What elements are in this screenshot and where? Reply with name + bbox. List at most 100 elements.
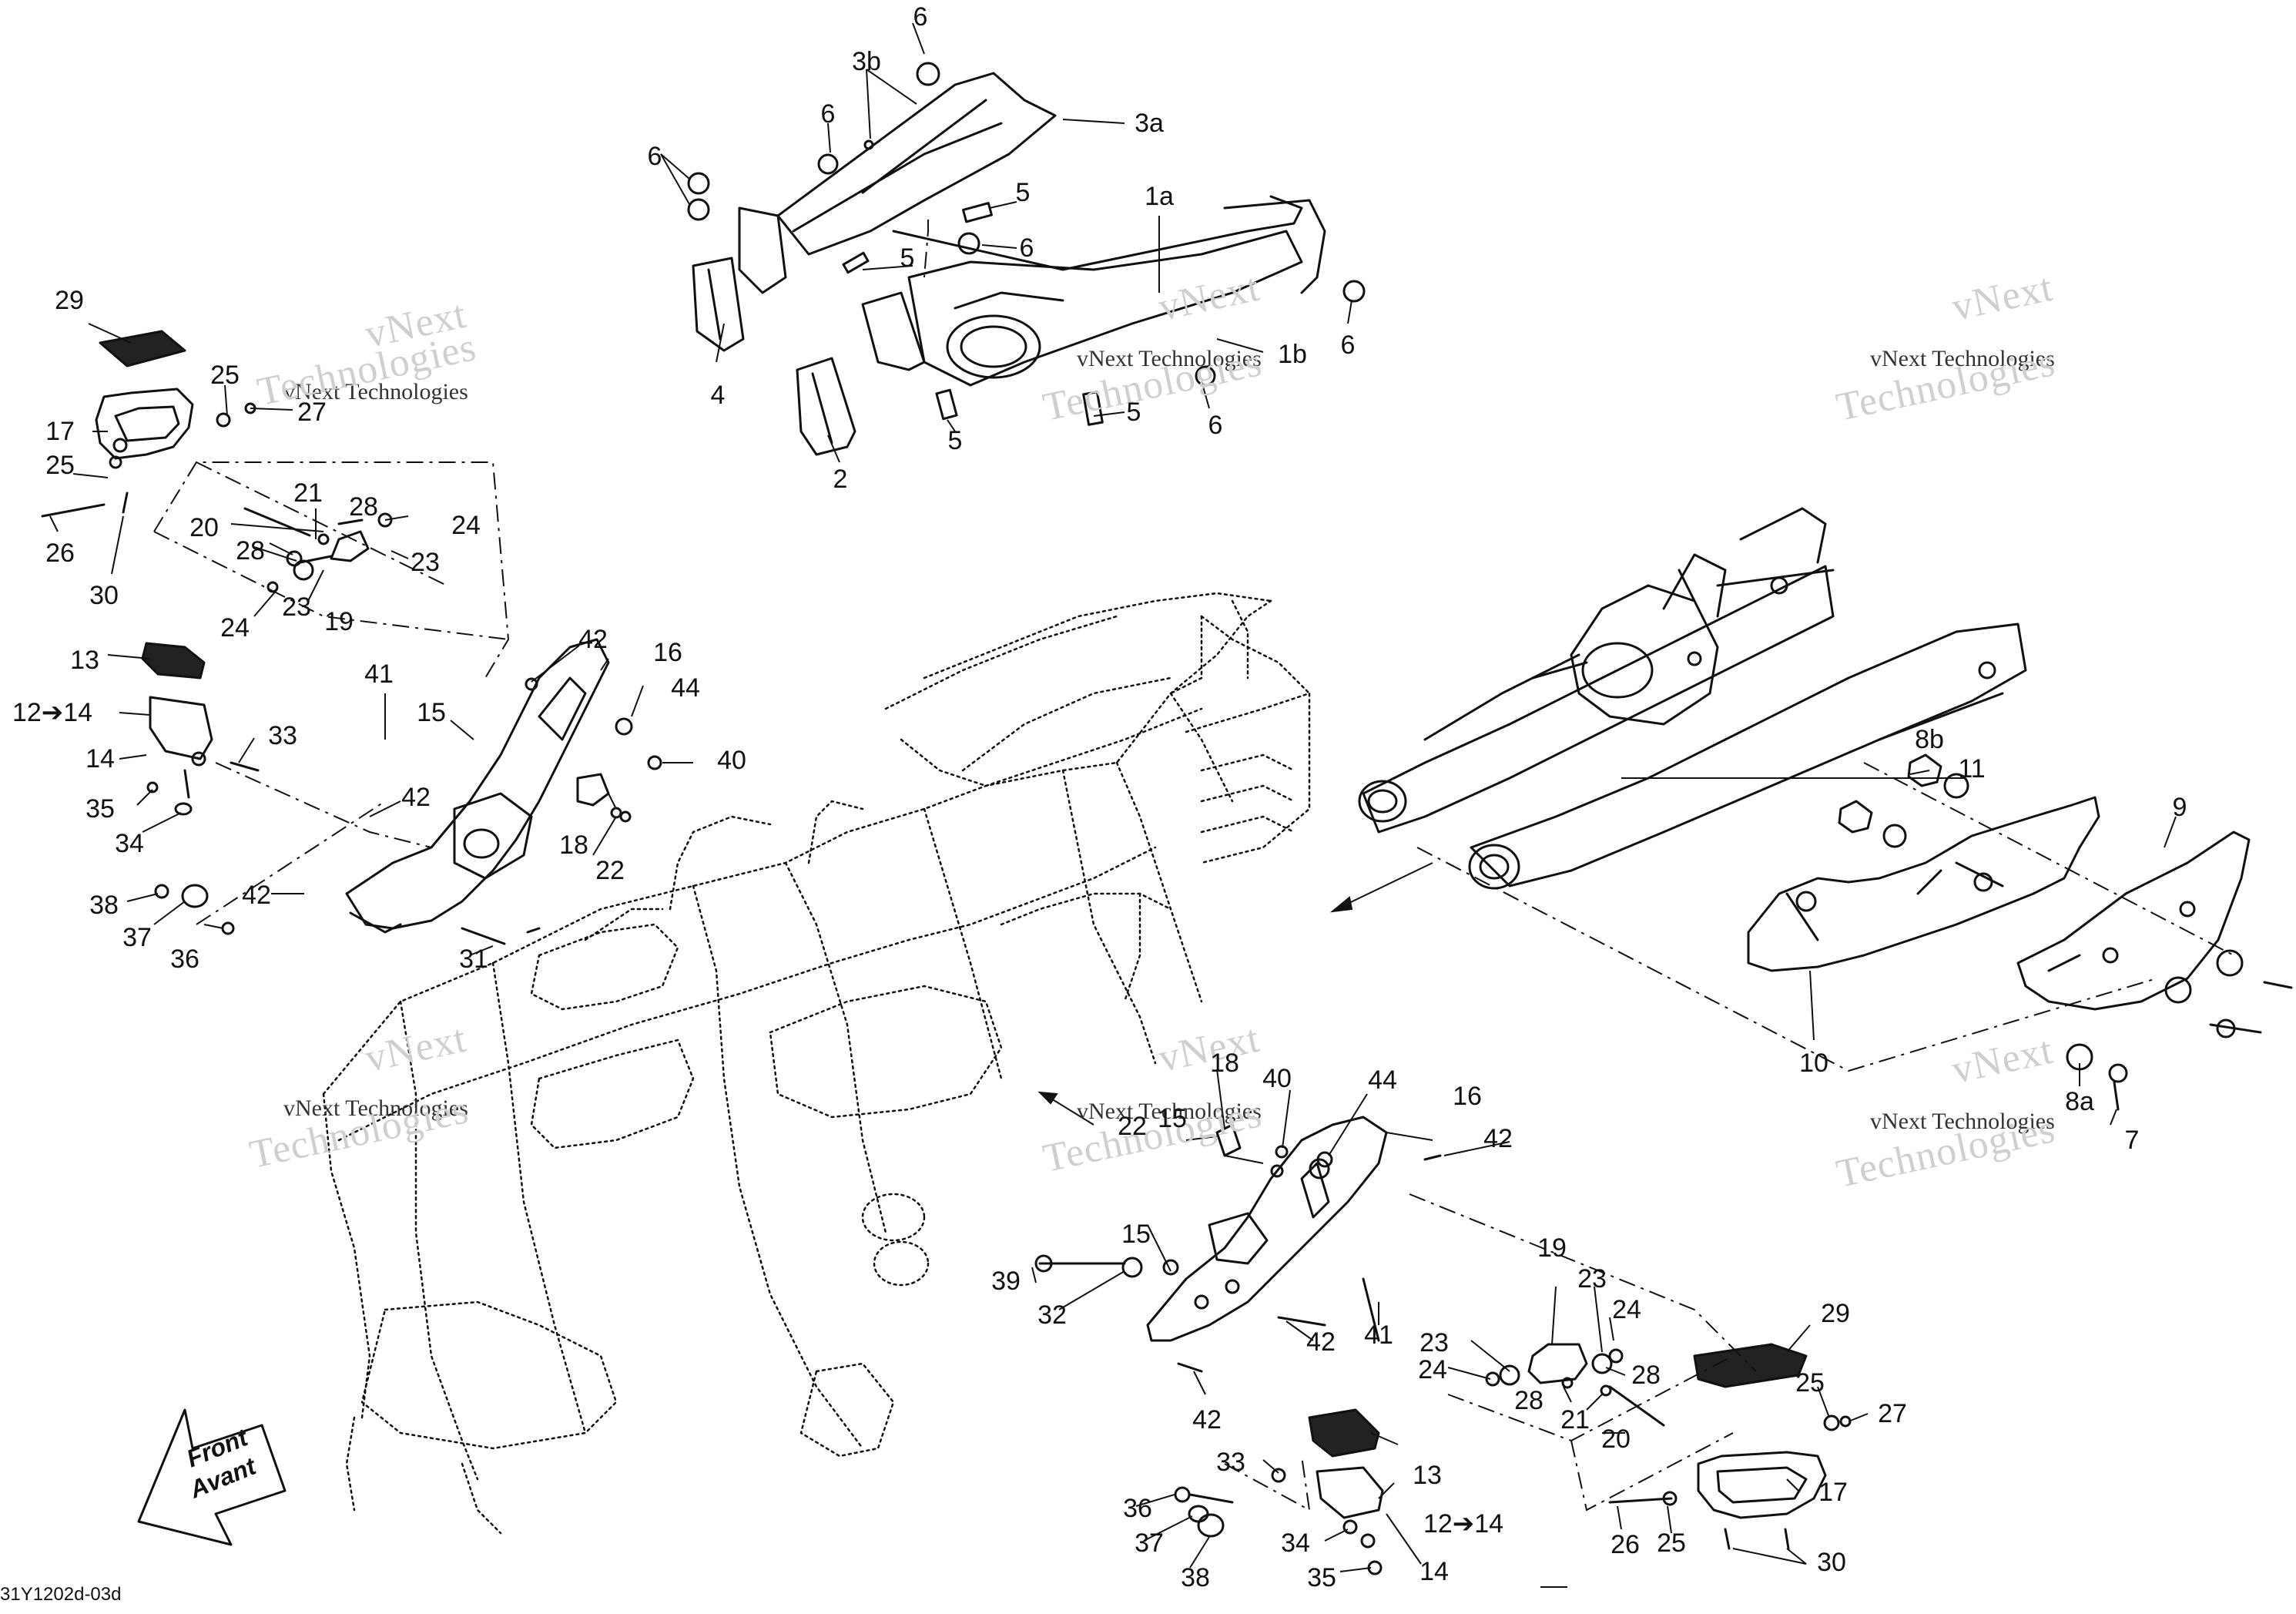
part-callout-7: 7 xyxy=(2124,1126,2140,1155)
part-callout-11: 11 xyxy=(1958,754,1986,784)
footrest-support-16-left xyxy=(345,638,662,945)
part-callout-19b: 19 xyxy=(1537,1233,1567,1263)
part-callout-6c: 6 xyxy=(647,142,662,171)
part-callout-5a: 5 xyxy=(1015,178,1031,207)
part-callout-36a: 36 xyxy=(170,945,199,974)
part-callout-26b: 26 xyxy=(1611,1530,1640,1559)
part-callout-18b: 18 xyxy=(1210,1049,1239,1078)
part-callout-42e: 42 xyxy=(1306,1327,1336,1357)
part-callout-1b: 1b xyxy=(1278,340,1307,369)
part-callout-34a: 34 xyxy=(115,829,144,858)
part-callout-38a: 38 xyxy=(89,891,119,920)
bracket-2 xyxy=(796,357,856,456)
part-callout-3a: 3a xyxy=(1135,109,1164,138)
part-callout-15c: 15 xyxy=(1121,1220,1151,1249)
part-callout-16b: 16 xyxy=(1453,1082,1482,1111)
part-callout-21b: 21 xyxy=(1560,1405,1590,1434)
part-callout-21a: 21 xyxy=(293,478,323,508)
footpeg-lower-center xyxy=(1174,1408,1384,1575)
part-callout-34b: 34 xyxy=(1281,1528,1310,1558)
part-callout-30a: 30 xyxy=(89,581,119,610)
guard-10 xyxy=(1747,796,2100,972)
drawing-code: 31Y1202d-03d xyxy=(0,1584,122,1605)
part-callout-25c: 25 xyxy=(1795,1368,1825,1398)
part-callout-20a: 20 xyxy=(189,513,219,542)
part-callout-28a: 28 xyxy=(349,492,378,522)
part-callout-6a: 6 xyxy=(913,2,928,32)
part-callout-39a: 39 xyxy=(991,1267,1021,1296)
part-callout-22b: 22 xyxy=(1118,1112,1147,1141)
footrest-support-16-right xyxy=(1034,1116,1442,1373)
part-callout-37b: 37 xyxy=(1135,1528,1164,1558)
part-callout-15b: 15 xyxy=(1158,1104,1187,1133)
upper-bracket-assembly xyxy=(738,72,1326,387)
part-callout-35b: 35 xyxy=(1307,1563,1336,1592)
part-callout-44b: 44 xyxy=(1368,1065,1397,1095)
part-callout-37a: 37 xyxy=(122,923,152,952)
footrest-upper-left xyxy=(41,330,393,593)
part-callout-17a: 17 xyxy=(45,417,75,446)
part-callout-30b: 30 xyxy=(1817,1548,1846,1577)
part-callout-40b: 40 xyxy=(1262,1064,1292,1093)
part-callout-33b: 33 xyxy=(1216,1448,1245,1477)
part-callout-14a: 14 xyxy=(85,744,115,773)
part-callout-28c: 28 xyxy=(1631,1361,1661,1390)
watermark-small: vNext Technologies xyxy=(283,379,468,404)
part-callout-6d: 6 xyxy=(1019,233,1034,263)
guard-hardware xyxy=(1838,753,2293,1111)
footpeg-left xyxy=(141,642,260,935)
front-arrow-icon xyxy=(137,1408,287,1546)
part-callout-29b: 29 xyxy=(1821,1299,1850,1328)
part-callout-16a: 16 xyxy=(653,638,682,667)
part-callout-40a: 40 xyxy=(717,746,746,775)
watermark-small: vNext Technologies xyxy=(1077,1099,1262,1124)
part-callout-24d: 24 xyxy=(1418,1355,1447,1384)
part-callout-25b: 25 xyxy=(45,451,75,480)
part-callout-10: 10 xyxy=(1799,1049,1828,1078)
part-callout-17b: 17 xyxy=(1818,1478,1848,1507)
part-callout-23b: 23 xyxy=(282,592,311,622)
grommets-upper xyxy=(687,62,1366,426)
part-callout-38b: 38 xyxy=(1181,1563,1210,1592)
part-callout-6b: 6 xyxy=(820,99,836,129)
part-callout-24b: 24 xyxy=(220,613,250,643)
assembly-lines xyxy=(153,220,2234,1512)
part-callout-29a: 29 xyxy=(55,286,84,315)
swing-arm xyxy=(1358,507,2027,890)
watermark-small: vNext Technologies xyxy=(1870,1109,2055,1134)
part-callout-13a: 13 xyxy=(70,646,99,675)
part-callout-35a: 35 xyxy=(85,794,115,824)
part-callout-26a: 26 xyxy=(45,539,75,568)
part-callout-8a: 8a xyxy=(2065,1087,2094,1116)
part-callout-25d: 25 xyxy=(1657,1528,1686,1558)
part-callout-42c: 42 xyxy=(242,881,271,910)
part-callout-4: 4 xyxy=(710,381,726,410)
watermark-small: vNext Technologies xyxy=(1870,346,2055,371)
part-callout-6f: 6 xyxy=(1208,411,1223,440)
part-callout-18a: 18 xyxy=(559,830,588,860)
part-callout-24c: 24 xyxy=(1612,1295,1641,1324)
part-callout-28b: 28 xyxy=(236,536,265,565)
part-callout-25a: 25 xyxy=(210,361,240,390)
part-callout-42f: 42 xyxy=(1192,1405,1222,1434)
part-callout-36b: 36 xyxy=(1123,1494,1152,1523)
part-callout-8b: 8b xyxy=(1915,725,1944,754)
part-callout-23d: 23 xyxy=(1419,1328,1449,1357)
part-callout-44a: 44 xyxy=(671,673,700,703)
part-callout-33a: 33 xyxy=(268,721,297,750)
part-callout-28d: 28 xyxy=(1514,1386,1544,1415)
part-callout-12b: 12➔14 xyxy=(1423,1509,1504,1539)
part-callout-42d: 42 xyxy=(1483,1124,1513,1153)
part-callout-12a: 12➔14 xyxy=(12,698,93,727)
part-callout-32a: 32 xyxy=(1037,1300,1067,1330)
part-callout-6e: 6 xyxy=(1340,331,1356,360)
part-callout-14b: 14 xyxy=(1419,1557,1449,1586)
part-callout-23c: 23 xyxy=(1577,1264,1607,1294)
watermark-small: vNext Technologies xyxy=(283,1096,468,1121)
part-callout-5b: 5 xyxy=(900,243,915,273)
part-callout-19a: 19 xyxy=(324,607,354,636)
guard-9 xyxy=(2016,830,2251,1011)
part-callout-1a: 1a xyxy=(1145,182,1174,211)
